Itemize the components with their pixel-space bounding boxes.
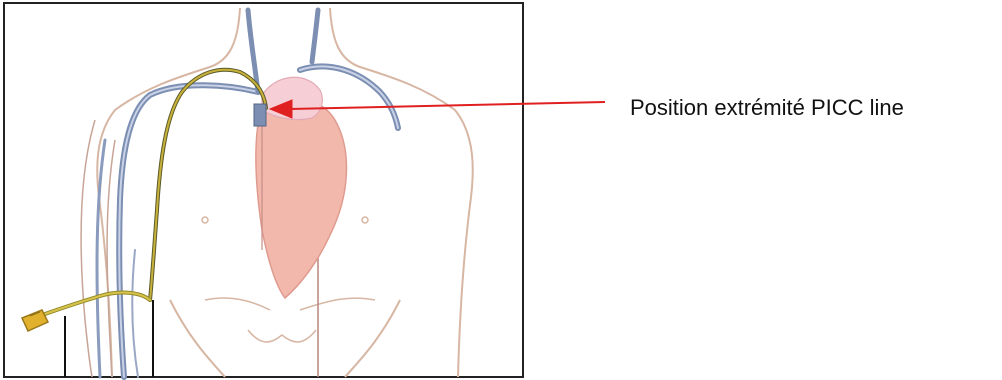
picc-tip-position-label: Position extrémité PICC line bbox=[630, 95, 904, 121]
